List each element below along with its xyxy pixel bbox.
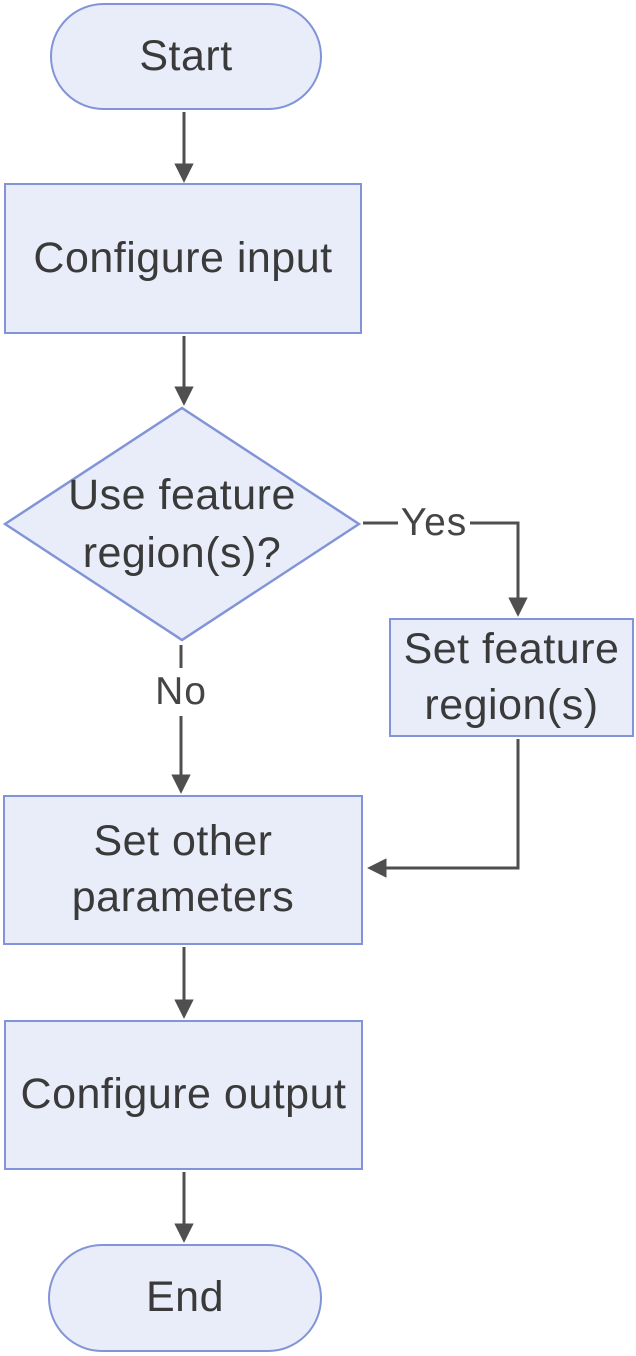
edge-yes-to-set-feature xyxy=(470,521,528,617)
end-node-label: End xyxy=(145,1273,224,1322)
set-other-parameters-label: Set other parameters xyxy=(71,817,295,921)
set-feature-regions-label: Set feature region(s) xyxy=(403,624,620,729)
edge-label-yes: Yes xyxy=(400,501,468,544)
configure-output-label: Configure output xyxy=(20,1070,347,1119)
process-configure-output: Configure output xyxy=(4,1020,363,1170)
edge-set-feature-to-set-other xyxy=(367,739,520,878)
process-set-feature-regions: Set feature region(s) xyxy=(389,618,634,737)
decision-use-feature-regions: Use feature region(s)? xyxy=(3,406,361,642)
decision-diamond-shape xyxy=(3,406,361,642)
start-node-label: Start xyxy=(139,31,233,80)
start-node: Start xyxy=(50,3,322,110)
configure-input-label: Configure input xyxy=(33,233,333,282)
decision-label: Use feature region(s)? xyxy=(68,470,296,577)
process-set-other-parameters: Set other parameters xyxy=(3,795,363,945)
end-node: End xyxy=(48,1244,322,1352)
process-configure-input: Configure input xyxy=(4,183,362,334)
edge-label-no: No xyxy=(155,670,207,713)
